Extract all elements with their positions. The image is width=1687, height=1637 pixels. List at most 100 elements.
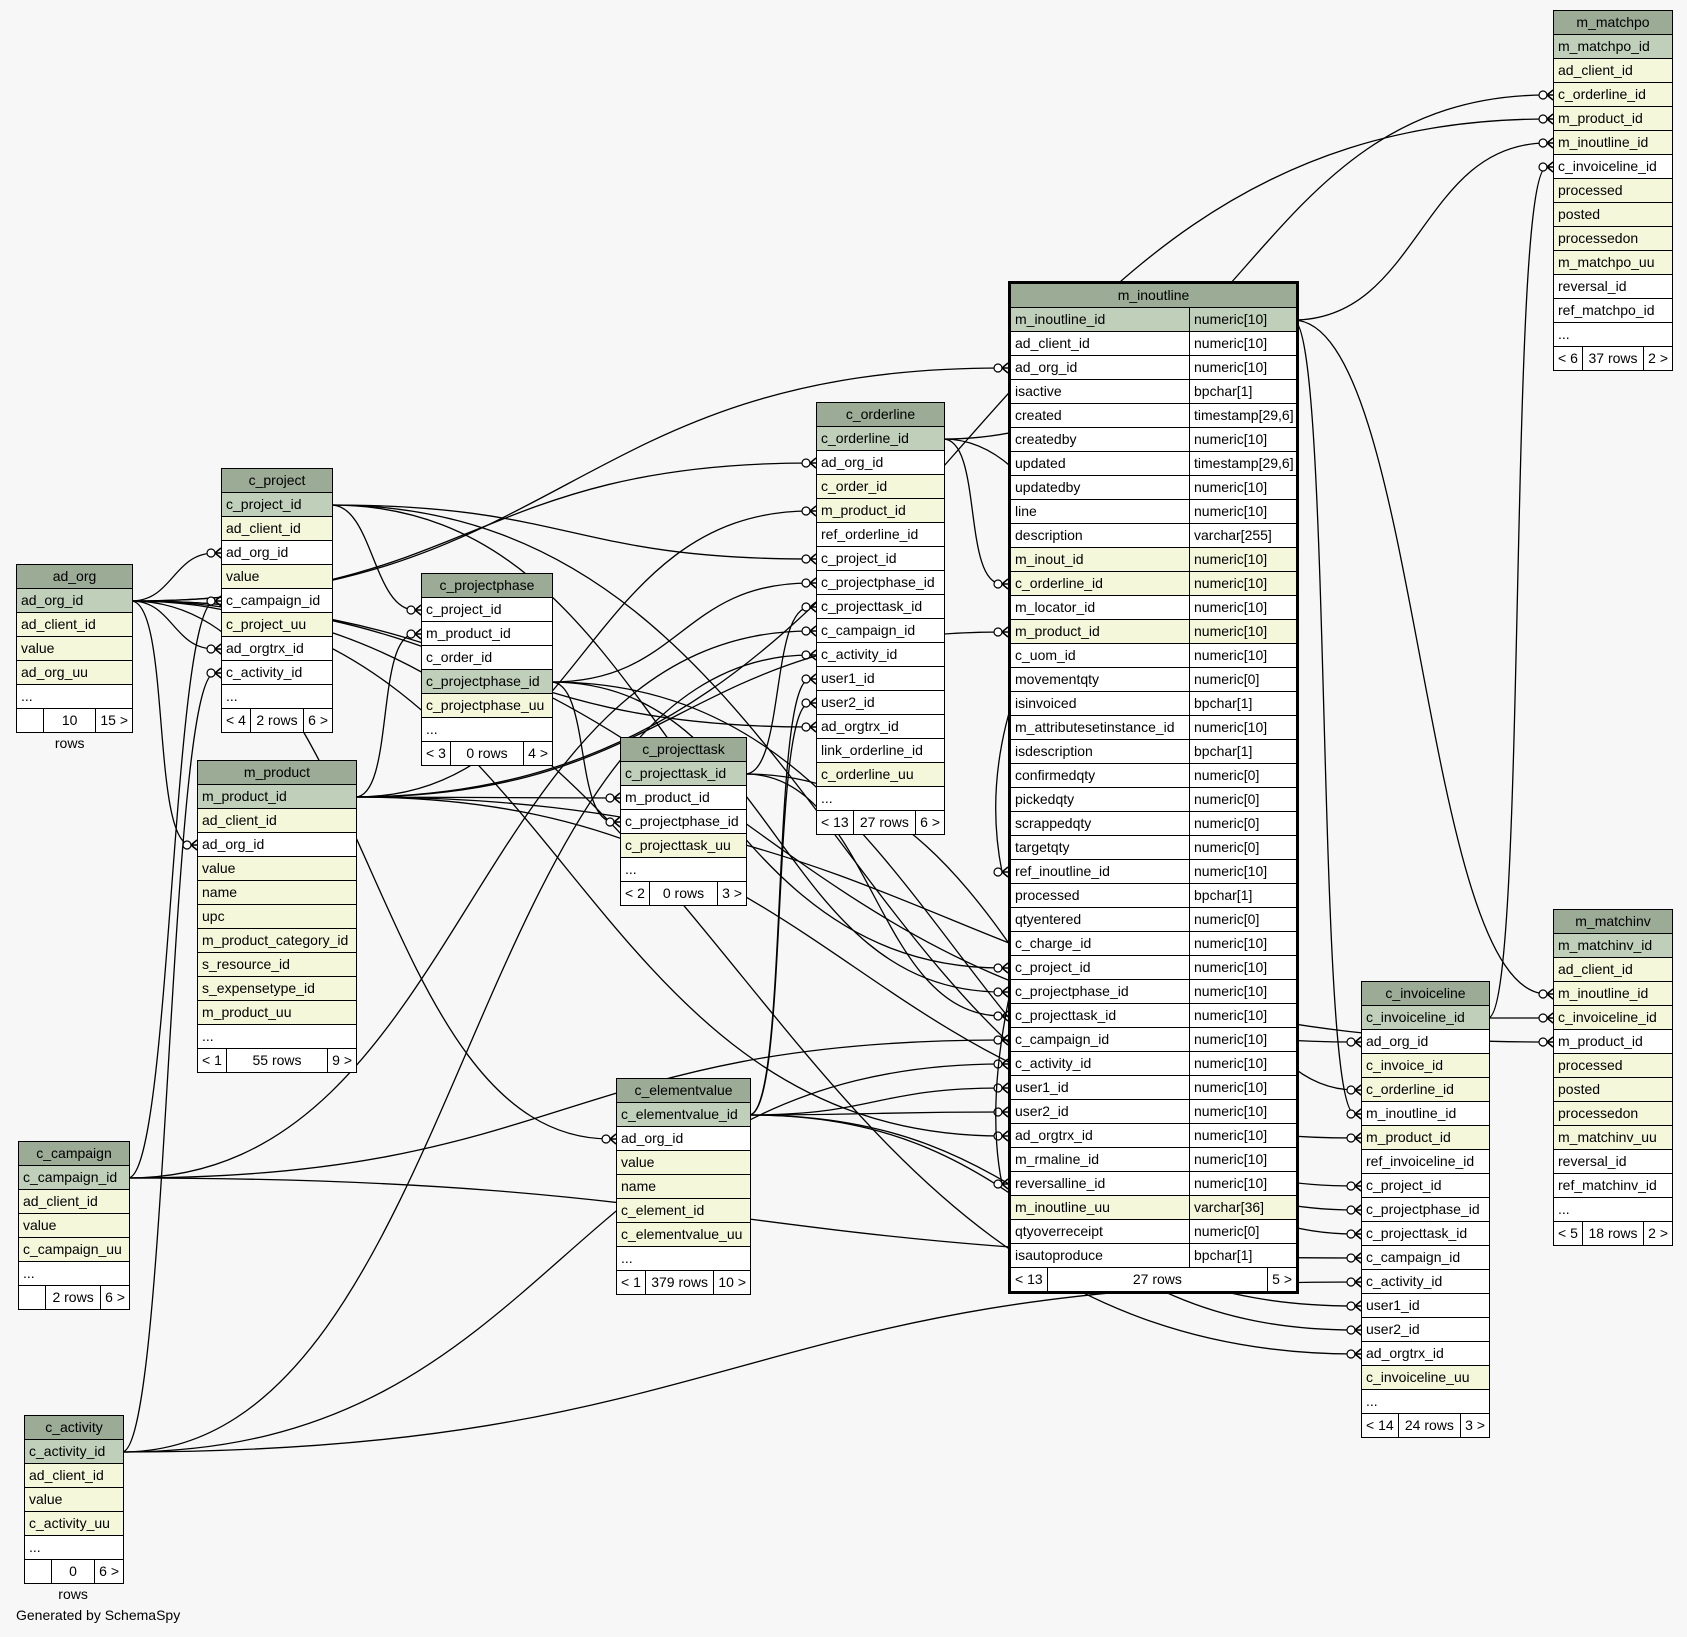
table-column[interactable]: ad_org_id [1362, 1030, 1489, 1054]
indexed-column[interactable]: name [617, 1175, 750, 1199]
children-link[interactable]: 2 > [1648, 1225, 1668, 1241]
indexed-column[interactable]: value [198, 857, 356, 881]
children-link[interactable]: 3 > [722, 885, 742, 901]
indexed-column[interactable]: posted [1554, 1078, 1672, 1102]
primary-key-column[interactable]: c_invoiceline_id [1362, 1006, 1489, 1030]
table-header[interactable]: c_activity [25, 1416, 123, 1440]
indexed-column[interactable]: posted [1554, 203, 1672, 227]
table-header[interactable]: c_campaign [19, 1142, 129, 1166]
indexed-column[interactable]: c_invoice_id [1362, 1054, 1489, 1078]
table-column[interactable]: m_product_id [621, 786, 746, 810]
table-column[interactable]: ad_orgtrx_id [817, 715, 944, 739]
table-header[interactable]: m_inoutline [1011, 284, 1296, 308]
parents-link[interactable]: < 13 [1011, 1268, 1048, 1291]
table-column[interactable]: ad_org_id [222, 541, 332, 565]
table-column[interactable]: c_projecttask_id [817, 595, 944, 619]
indexed-column[interactable]: c_activity_uu [25, 1512, 123, 1536]
children-link[interactable]: 9 > [332, 1052, 352, 1068]
table-column[interactable]: c_campaign_id [1362, 1246, 1489, 1270]
table-header[interactable]: c_projectphase [422, 574, 552, 598]
table-header[interactable]: c_projecttask [621, 738, 746, 762]
table-column[interactable]: user2_id [817, 691, 944, 715]
indexed-column[interactable]: m_product_uu [198, 1001, 356, 1025]
parents-link[interactable]: < 14 [1362, 1414, 1399, 1437]
table-column[interactable]: ad_org_id [817, 451, 944, 475]
table-column[interactable]: c_projectphase_id [621, 810, 746, 834]
indexed-column[interactable]: m_inoutline_id [1554, 982, 1672, 1006]
primary-key-column[interactable]: c_projecttask_id [621, 762, 746, 786]
primary-key-column[interactable]: m_matchinv_id [1554, 934, 1672, 958]
primary-key-column[interactable]: c_orderline_id [817, 427, 944, 451]
indexed-column[interactable]: name [198, 881, 356, 905]
indexed-column[interactable]: c_element_id [617, 1199, 750, 1223]
indexed-column[interactable]: c_invoiceline_uu [1362, 1366, 1489, 1390]
indexed-column[interactable]: processedon [1554, 1102, 1672, 1126]
primary-key-column[interactable]: c_campaign_id [19, 1166, 129, 1190]
table-column[interactable]: link_orderline_id [817, 739, 944, 763]
table-column[interactable]: ... [817, 787, 944, 811]
indexed-column[interactable]: c_elementvalue_uu [617, 1223, 750, 1247]
parents-link[interactable] [19, 1286, 46, 1309]
table-column[interactable]: ... [19, 1262, 129, 1286]
indexed-column[interactable]: c_invoiceline_id [1554, 1006, 1672, 1030]
table-column[interactable]: m_inoutline_id [1362, 1102, 1489, 1126]
parents-link[interactable]: < 13 [817, 811, 854, 834]
indexed-column[interactable]: m_inoutline_id [1554, 131, 1672, 155]
indexed-column[interactable]: value [25, 1488, 123, 1512]
table-column[interactable]: c_activity_id [817, 643, 944, 667]
primary-key-column[interactable]: m_matchpo_id [1554, 35, 1672, 59]
table-header[interactable]: m_matchpo [1554, 11, 1672, 35]
table-column[interactable]: ad_org_id [198, 833, 356, 857]
primary-key-column[interactable]: c_project_id [222, 493, 332, 517]
table-column[interactable]: c_project_id [1362, 1174, 1489, 1198]
table-column[interactable]: ref_matchpo_id [1554, 299, 1672, 323]
indexed-column[interactable]: ad_client_id [19, 1190, 129, 1214]
indexed-column[interactable]: m_product_id [1362, 1126, 1489, 1150]
parents-link[interactable]: < 2 [621, 882, 650, 905]
table-column[interactable]: user1_id [817, 667, 944, 691]
indexed-column[interactable]: m_product_id [817, 499, 944, 523]
table-column[interactable]: ref_matchinv_id [1554, 1174, 1672, 1198]
indexed-column[interactable]: value [17, 637, 132, 661]
table-header[interactable]: c_orderline [817, 403, 944, 427]
table-column[interactable]: ... [1554, 1198, 1672, 1222]
indexed-column[interactable]: ad_client_id [17, 613, 132, 637]
indexed-column[interactable]: ad_client_id [1554, 958, 1672, 982]
table-header[interactable]: c_project [222, 469, 332, 493]
table-header[interactable]: m_product [198, 761, 356, 785]
table-header[interactable]: m_matchinv [1554, 910, 1672, 934]
table-column[interactable]: ... [621, 858, 746, 882]
indexed-column[interactable]: m_matchinv_uu [1554, 1126, 1672, 1150]
table-column[interactable]: c_project_id [422, 598, 552, 622]
